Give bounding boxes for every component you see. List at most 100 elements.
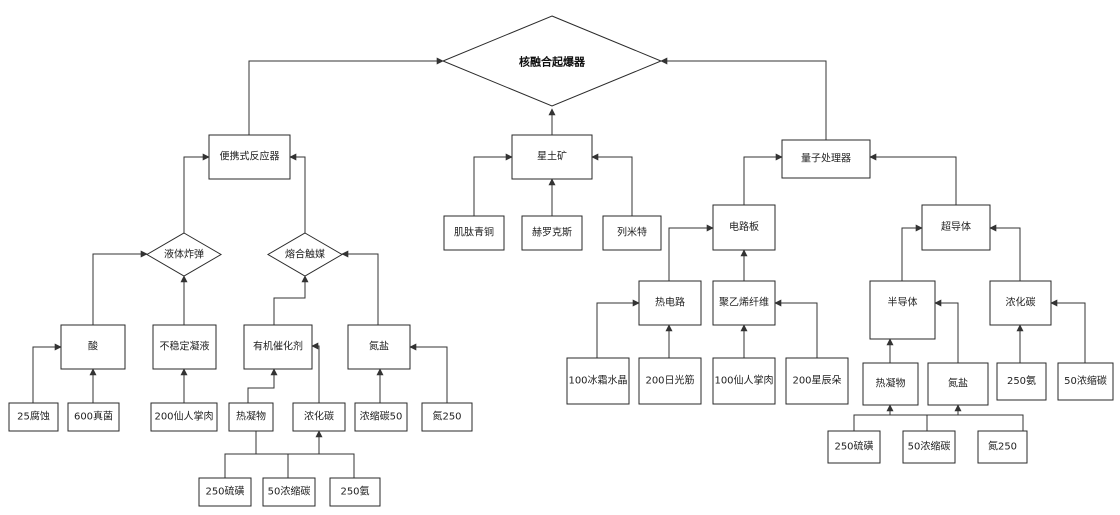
edge-portable-to-root bbox=[248, 57, 444, 135]
edge-circuit-to-quantum bbox=[743, 153, 783, 205]
edge-organic-to-fusion bbox=[273, 275, 309, 325]
node-superconductor: 超导体 bbox=[921, 204, 991, 251]
svg-text:50浓缩碳: 50浓缩碳 bbox=[1064, 374, 1107, 387]
svg-text:氮250: 氮250 bbox=[988, 440, 1017, 453]
svg-text:氮250: 氮250 bbox=[432, 410, 461, 423]
node-conc-carbide-right: 浓化碳 bbox=[989, 280, 1052, 326]
node-nitrogen-250-left: 氮250 bbox=[421, 402, 473, 432]
svg-text:热电路: 热电路 bbox=[655, 296, 685, 309]
node-quantum-processor: 量子处理器 bbox=[781, 139, 871, 179]
edge-carbide-to-organic bbox=[311, 342, 320, 403]
edge-carbideR-to-super bbox=[989, 224, 1021, 281]
node-nitrogen-250-right: 氮250 bbox=[977, 430, 1028, 464]
node-ore-a: 肌肽青铜 bbox=[443, 215, 505, 251]
svg-text:50浓缩碳: 50浓缩碳 bbox=[268, 485, 311, 498]
edge-liquid-to-portable bbox=[183, 153, 210, 233]
node-semiconductor: 半导体 bbox=[869, 280, 936, 340]
svg-text:250氨: 250氨 bbox=[1007, 374, 1036, 387]
svg-text:星土矿: 星土矿 bbox=[537, 150, 567, 163]
node-ore-c: 列米特 bbox=[602, 215, 662, 251]
svg-text:250硫磺: 250硫磺 bbox=[834, 440, 873, 453]
svg-text:超导体: 超导体 bbox=[941, 220, 971, 233]
root-label: 核融合起爆器 bbox=[519, 55, 586, 69]
node-thermal-gel-left: 热凝物 bbox=[228, 402, 274, 432]
node-fusion-catalyst: 熔合触媒 bbox=[267, 232, 343, 277]
edge-nitrateR-to-semi bbox=[934, 299, 959, 363]
svg-text:酸: 酸 bbox=[88, 340, 98, 353]
edge-ammonia-to-carbide bbox=[319, 453, 355, 478]
svg-text:200日光筋: 200日光筋 bbox=[645, 374, 694, 387]
node-ore-b: 赫罗克斯 bbox=[521, 215, 583, 251]
node-ammonia-250-right: 250氨 bbox=[996, 362, 1047, 401]
edge-thermo-to-circuit bbox=[668, 224, 714, 281]
edge-star-to-poly bbox=[774, 299, 818, 358]
node-sun-fiber-200: 200日光筋 bbox=[638, 357, 702, 405]
node-nitrate-right: 氮盐 bbox=[927, 362, 989, 406]
node-rare-earth: 星土矿 bbox=[511, 134, 593, 180]
edge-carbon50R-to-carbideR bbox=[1050, 299, 1086, 363]
svg-text:赫罗克斯: 赫罗克斯 bbox=[532, 226, 572, 239]
node-sulfur-250-right: 250硫磺 bbox=[827, 430, 881, 464]
edge-nitrogen250-to-nitrate bbox=[409, 343, 448, 403]
node-organic-catalyst: 有机催化剂 bbox=[243, 324, 313, 370]
svg-text:250硫磺: 250硫磺 bbox=[205, 485, 244, 498]
node-conc-carbide-left: 浓化碳 bbox=[292, 402, 346, 432]
node-fluid-25: 25腐蚀 bbox=[8, 402, 59, 432]
edge-thermal-to-organic bbox=[247, 368, 278, 403]
svg-text:200仙人掌肉: 200仙人掌肉 bbox=[154, 410, 213, 423]
connector-lines bbox=[32, 57, 1086, 478]
edge-fluid25-to-acid bbox=[32, 343, 62, 403]
node-meat-200: 200仙人掌肉 bbox=[150, 402, 218, 432]
svg-text:600真菌: 600真菌 bbox=[74, 410, 113, 423]
svg-text:半导体: 半导体 bbox=[888, 296, 918, 309]
edge-quantum-to-root bbox=[660, 57, 827, 140]
edge-acid-to-liquid bbox=[92, 250, 148, 325]
node-cactus-100: 100仙人掌肉 bbox=[712, 357, 776, 405]
svg-text:列米特: 列米特 bbox=[617, 226, 647, 239]
node-circuit-board: 电路板 bbox=[712, 204, 776, 251]
node-carbon-50-left-2: 50浓缩碳 bbox=[262, 477, 316, 507]
svg-text:200星辰朵: 200星辰朵 bbox=[792, 375, 841, 387]
svg-text:100冰霜水晶: 100冰霜水晶 bbox=[568, 374, 627, 387]
node-portable-reactor: 便携式反应器 bbox=[208, 134, 291, 180]
svg-text:氮盐: 氮盐 bbox=[369, 340, 389, 353]
node-carbon-50-right: 50浓缩碳 bbox=[1057, 362, 1114, 401]
svg-text:浓化碳: 浓化碳 bbox=[1006, 296, 1036, 309]
edge-sulfurR-to-thermal bbox=[853, 414, 1024, 431]
svg-text:热凝物: 热凝物 bbox=[236, 410, 266, 423]
edge-super-to-quantum bbox=[869, 153, 957, 205]
edge-sulfur-to-carbide bbox=[224, 430, 323, 478]
root-node: 核融合起爆器 bbox=[441, 15, 663, 107]
svg-text:浓化碳: 浓化碳 bbox=[304, 410, 334, 423]
svg-text:不稳定凝液: 不稳定凝液 bbox=[160, 340, 210, 353]
node-polyethylene-fiber: 聚乙烯纤维 bbox=[712, 280, 776, 326]
node-star-bulb-200: 200星辰朵 bbox=[785, 357, 849, 405]
svg-text:浓缩碳50: 浓缩碳50 bbox=[360, 410, 403, 423]
svg-text:液体炸弹: 液体炸弹 bbox=[164, 248, 204, 261]
edge-ice-to-thermo bbox=[596, 299, 640, 358]
node-unstable-gel: 不稳定凝液 bbox=[152, 324, 217, 370]
node-liquid-explosive: 液体炸弹 bbox=[146, 232, 222, 277]
node-acid: 酸 bbox=[60, 324, 126, 370]
svg-text:热凝物: 热凝物 bbox=[876, 377, 906, 390]
svg-text:100仙人掌肉: 100仙人掌肉 bbox=[714, 374, 773, 387]
svg-text:250氨: 250氨 bbox=[340, 485, 369, 498]
edge-oreC-to-rareearth bbox=[591, 153, 633, 216]
svg-text:25腐蚀: 25腐蚀 bbox=[17, 410, 50, 423]
edge-semi-to-super bbox=[901, 224, 923, 281]
node-carbon-50-right-2: 50浓缩碳 bbox=[902, 430, 956, 464]
svg-text:氮盐: 氮盐 bbox=[948, 377, 968, 390]
node-nitrate-left: 氮盐 bbox=[347, 324, 411, 370]
edge-oreA-to-rareearth bbox=[473, 153, 513, 216]
svg-text:便携式反应器: 便携式反应器 bbox=[220, 150, 280, 163]
node-sulfur-250-left: 250硫磺 bbox=[198, 477, 252, 507]
node-ice-crystal-100: 100冰霜水晶 bbox=[566, 357, 630, 405]
svg-text:聚乙烯纤维: 聚乙烯纤维 bbox=[719, 296, 769, 309]
svg-text:电路板: 电路板 bbox=[729, 220, 759, 233]
svg-text:熔合触媒: 熔合触媒 bbox=[285, 248, 325, 261]
svg-text:50浓缩碳: 50浓缩碳 bbox=[908, 440, 951, 453]
svg-text:肌肽青铜: 肌肽青铜 bbox=[454, 226, 494, 239]
node-fungus-600: 600真菌 bbox=[67, 402, 120, 432]
node-ammonia-250-left: 250氨 bbox=[329, 477, 381, 507]
